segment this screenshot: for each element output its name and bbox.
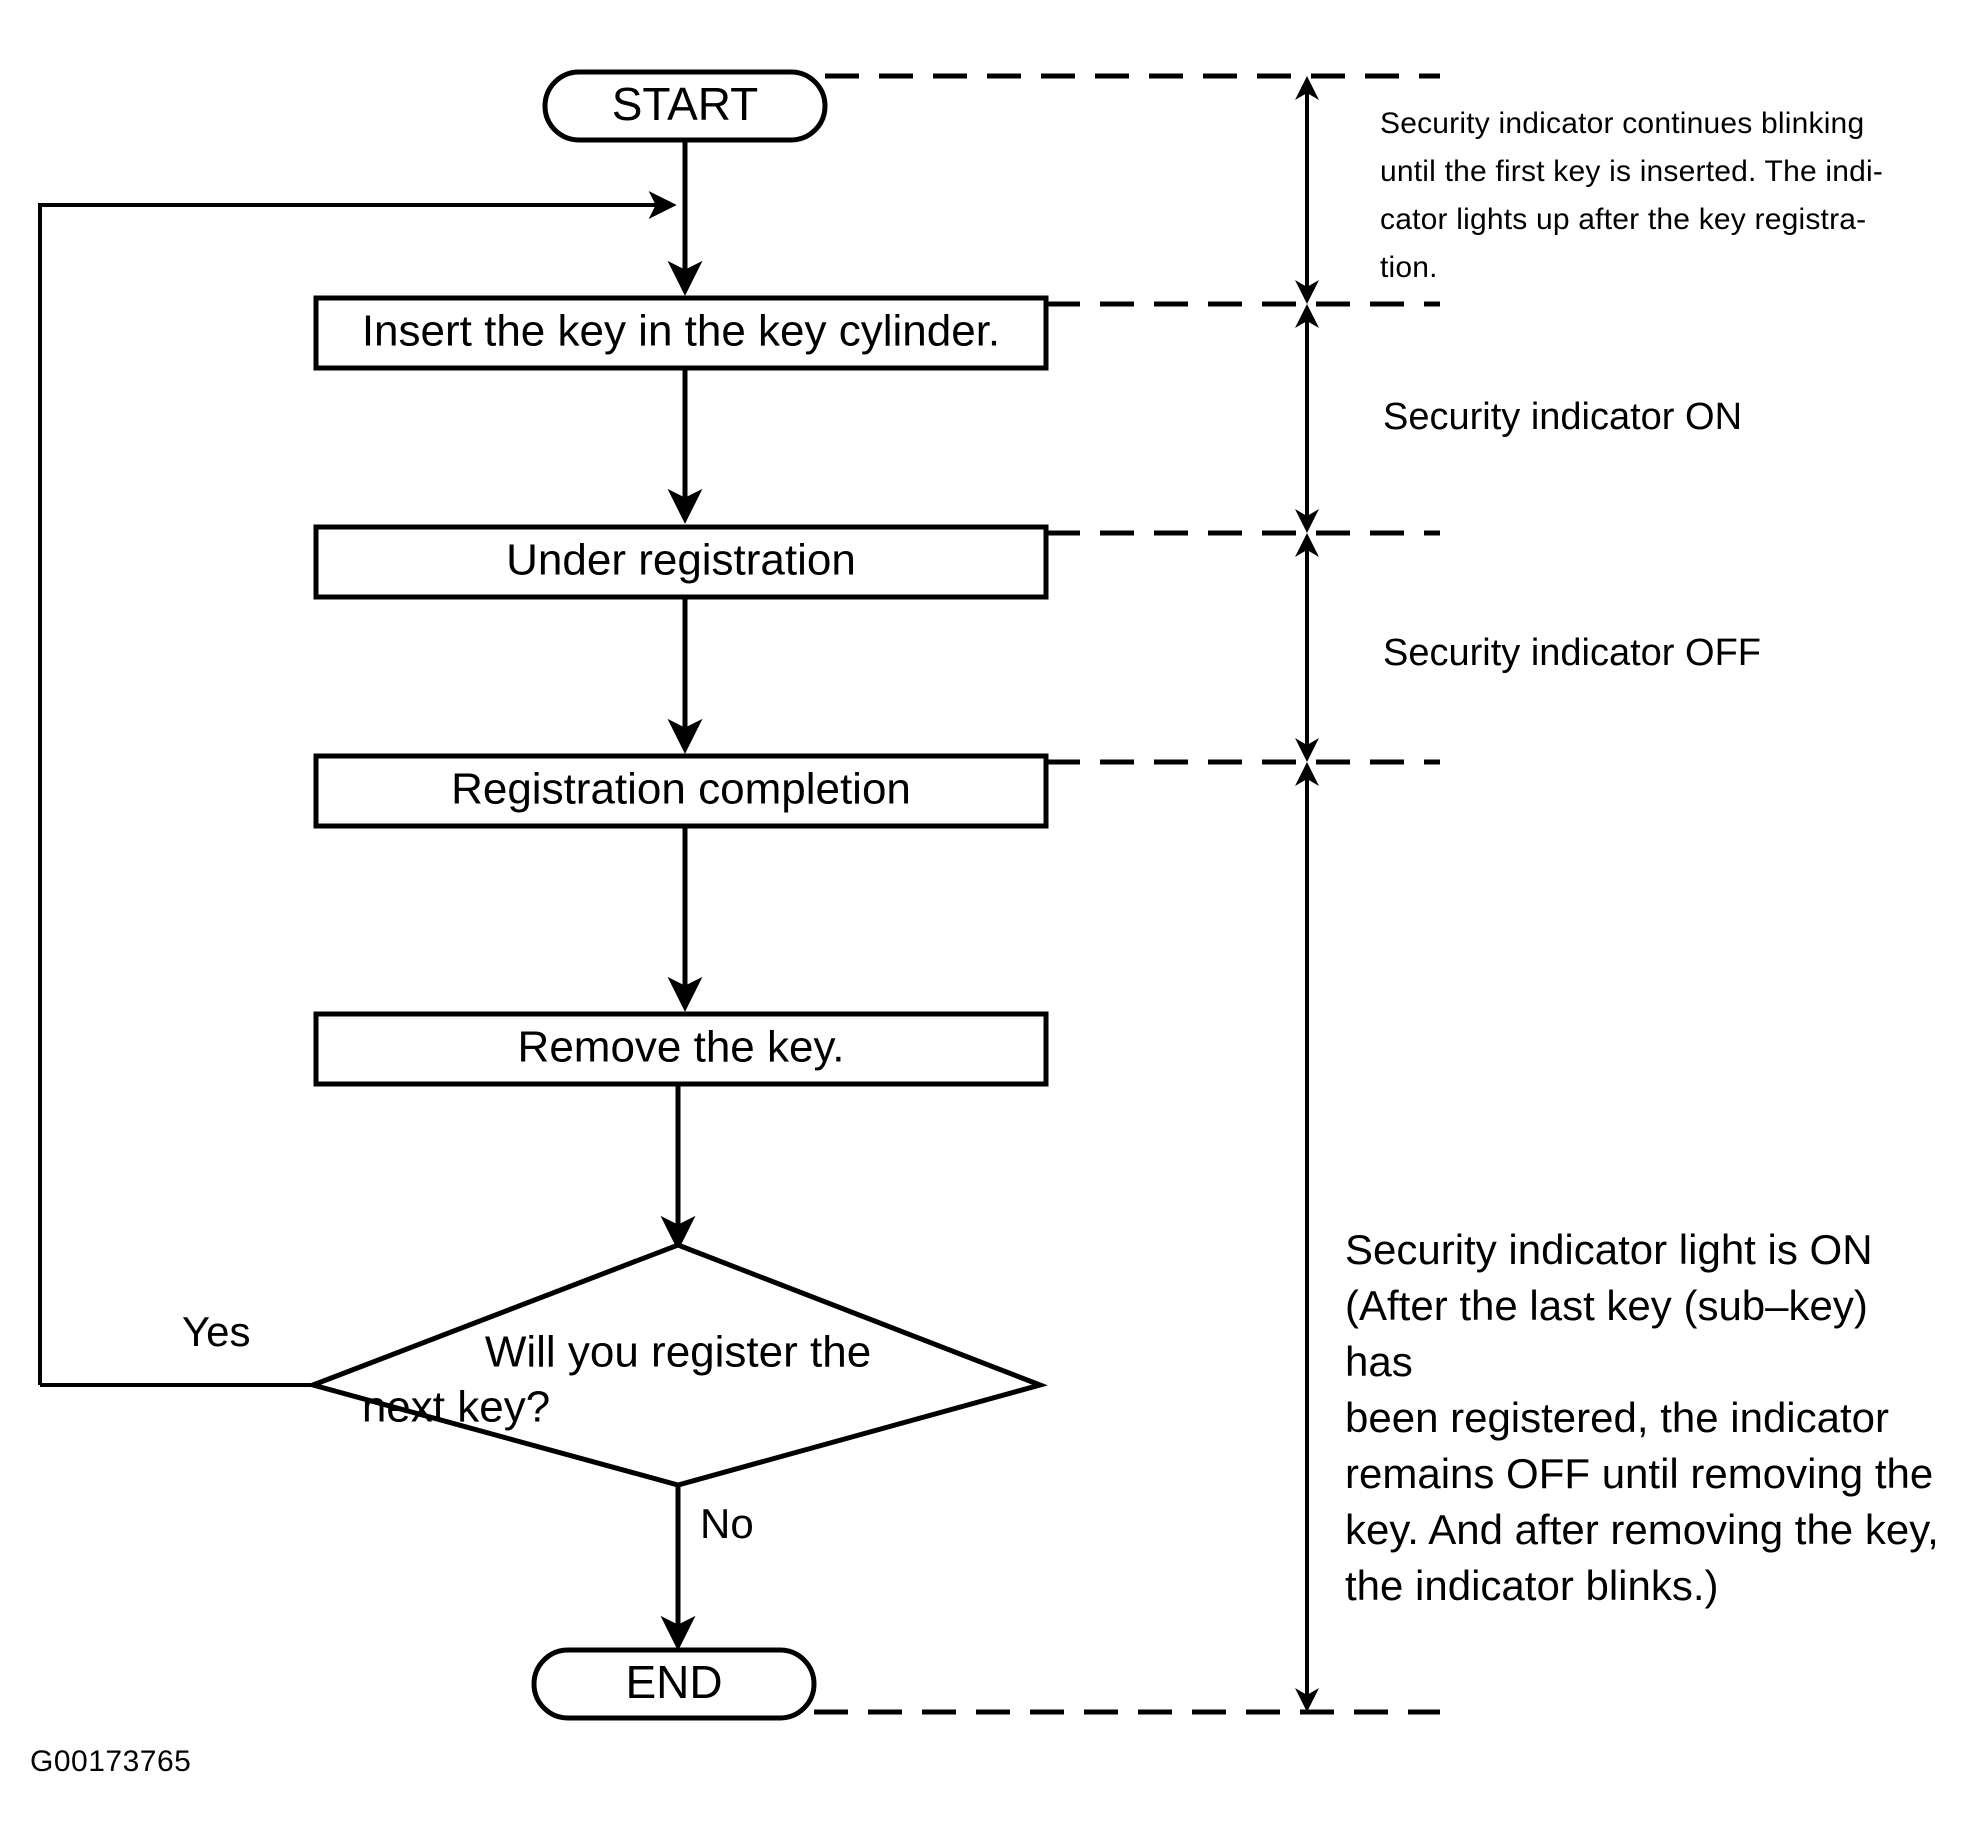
node-remove-key bbox=[313, 1011, 1049, 1087]
figure-reference-code: G00173765 bbox=[30, 1745, 192, 1778]
node-end-label: END bbox=[625, 1656, 722, 1708]
node-registration-completion-label: Registration completion bbox=[451, 765, 911, 814]
annotation-blinking-line-4: tion. bbox=[1380, 251, 1438, 284]
edge-yes-feedback bbox=[38, 191, 677, 1385]
annotation-blinking-line-3: cator lights up after the key registra- bbox=[1380, 203, 1867, 236]
node-registration-completion bbox=[313, 753, 1049, 829]
branch-label-no: No bbox=[700, 1500, 754, 1547]
annotation-last-key-line-4: remains OFF until removing the bbox=[1345, 1450, 1934, 1497]
annotation-last-key-line-5: key. And after removing the key, bbox=[1345, 1506, 1939, 1553]
node-decision-label-line2: next key? bbox=[362, 1383, 550, 1432]
annotation-last-key-line-3: been registered, the indicator bbox=[1345, 1394, 1890, 1441]
node-remove-key-label: Remove the key. bbox=[518, 1023, 845, 1072]
annotation-last-key-line-6: the indicator blinks.) bbox=[1345, 1562, 1719, 1609]
annotation-last-key: Security indicator light is ON (After th… bbox=[1345, 1222, 1945, 1614]
annotation-last-key-line-1: Security indicator light is ON bbox=[1345, 1226, 1873, 1273]
annotation-indicator-off: Security indicator OFF bbox=[1383, 632, 1761, 674]
annotation-blinking-line-2: until the first key is inserted. The ind… bbox=[1380, 155, 1884, 188]
node-insert-key bbox=[313, 295, 1049, 371]
node-under-registration-label: Under registration bbox=[506, 536, 856, 585]
node-end bbox=[531, 1647, 817, 1721]
annotation-last-key-line-2: (After the last key (sub–key) has bbox=[1345, 1282, 1868, 1385]
annotation-indicator-on: Security indicator ON bbox=[1383, 396, 1743, 438]
node-insert-key-label: Insert the key in the key cylinder. bbox=[362, 307, 1000, 356]
node-decision-label-line1: Will you register the bbox=[485, 1328, 871, 1377]
node-start-label: START bbox=[612, 78, 759, 130]
annotation-blinking-line-1: Security indicator continues blinking bbox=[1380, 107, 1865, 140]
node-under-registration bbox=[313, 524, 1049, 600]
annotation-blinking: Security indicator continues blinking un… bbox=[1380, 100, 1950, 292]
branch-label-yes: Yes bbox=[182, 1308, 251, 1355]
